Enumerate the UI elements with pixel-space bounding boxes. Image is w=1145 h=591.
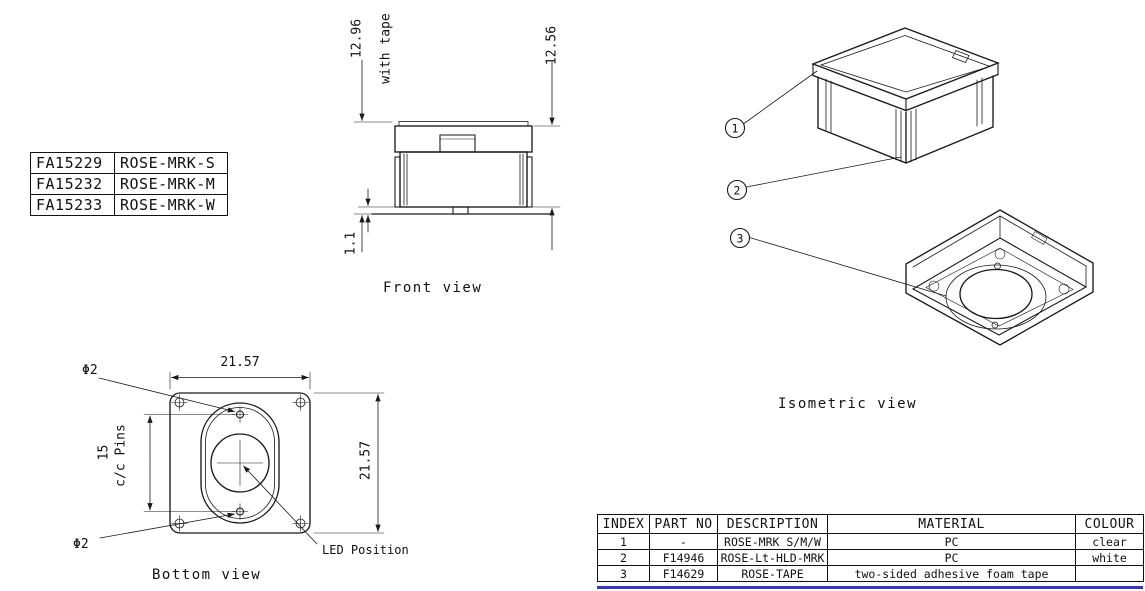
front-view-part xyxy=(371,121,553,215)
bom-description-cell: ROSE-Lt-HLD-MRK xyxy=(717,549,828,566)
bom-header-description: DESCRIPTION xyxy=(717,514,828,534)
dim-height-label: 21.57 xyxy=(358,440,374,481)
bom-description-cell: ROSE-MRK S/M/W xyxy=(717,533,828,550)
dim-tab-height-label: 1.1 xyxy=(343,231,359,256)
bom-colour-cell: clear xyxy=(1075,533,1144,550)
part-table-row: FA15232 ROSE-MRK-M xyxy=(30,173,228,195)
dim-pin-spacing-label: 15 xyxy=(96,444,112,461)
iso-closed-box xyxy=(811,27,1000,164)
part-table-row: FA15229 ROSE-MRK-S xyxy=(30,152,228,174)
bom-header-material: MATERIAL xyxy=(827,514,1076,534)
dim-width-label: 21.57 xyxy=(220,355,260,370)
bottom-view-caption: Bottom view xyxy=(152,567,262,583)
bom-table: INDEX PART NO DESCRIPTION MATERIAL COLOU… xyxy=(597,514,1144,582)
callout-2-balloon xyxy=(726,179,748,201)
part-no-cell: FA15233 xyxy=(30,194,115,216)
front-view-drawing xyxy=(353,59,561,253)
dim-body-height-label: 12.56 xyxy=(544,25,560,66)
callout-3-number: 3 xyxy=(737,232,744,246)
callout-3-balloon xyxy=(729,227,751,249)
bom-index-cell: 3 xyxy=(597,565,650,582)
bom-part-no-cell: F14629 xyxy=(649,565,718,582)
sheet-border-line xyxy=(597,586,1143,589)
part-table-row: FA15233 ROSE-MRK-W xyxy=(30,194,228,216)
callout-2-number: 2 xyxy=(734,184,741,198)
bom-row: 3 F14629 ROSE-TAPE two-sided adhesive fo… xyxy=(597,565,1144,582)
part-number-table: FA15229 ROSE-MRK-S FA15232 ROSE-MRK-M FA… xyxy=(30,152,228,216)
front-view-dimensions xyxy=(353,59,561,253)
bom-row: 1 - ROSE-MRK S/M/W PC clear xyxy=(597,533,1144,550)
dim-with-tape-note: with tape xyxy=(378,13,394,84)
part-name-cell: ROSE-MRK-S xyxy=(114,152,228,174)
bom-material-cell: PC xyxy=(827,533,1076,550)
dim-pin-spacing-note: c/c Pins xyxy=(113,424,129,487)
bom-row: 2 F14946 ROSE-Lt-HLD-MRK PC white xyxy=(597,549,1144,566)
bom-material-cell: two-sided adhesive foam tape xyxy=(827,565,1076,582)
bom-index-cell: 2 xyxy=(597,549,650,566)
bottom-view-drawing xyxy=(98,371,385,545)
part-name-cell: ROSE-MRK-W xyxy=(114,194,228,216)
bottom-view-dimensions xyxy=(98,371,385,545)
bom-colour-cell: white xyxy=(1075,549,1144,566)
pin-diameter-bottom-label: Φ2 xyxy=(73,537,89,552)
part-no-cell: FA15229 xyxy=(30,152,115,174)
isometric-view-drawing: 1 2 3 xyxy=(724,27,1094,346)
callout-1-balloon xyxy=(724,117,746,139)
bom-material-cell: PC xyxy=(827,549,1076,566)
bottom-view-part xyxy=(169,392,311,534)
bom-header-colour: COLOUR xyxy=(1075,514,1144,534)
dim-total-height-label: 12.96 xyxy=(349,18,365,59)
bom-header-part-no: PART NO xyxy=(649,514,718,534)
led-position-label: LED Position xyxy=(322,543,409,557)
part-no-cell: FA15232 xyxy=(30,173,115,195)
bom-description-cell: ROSE-TAPE xyxy=(717,565,828,582)
iso-callouts: 1 2 3 xyxy=(724,70,947,297)
isometric-view-caption: Isometric view xyxy=(778,396,918,412)
front-view-caption: Front view xyxy=(383,280,483,296)
bom-index-cell: 1 xyxy=(597,533,650,550)
bom-header-index: INDEX xyxy=(597,514,650,534)
tape-edge xyxy=(398,121,529,127)
bom-colour-cell xyxy=(1075,565,1144,582)
bom-part-no-cell: - xyxy=(649,533,718,550)
bom-part-no-cell: F14946 xyxy=(649,549,718,566)
callout-1-number: 1 xyxy=(732,122,739,136)
pin-diameter-top-label: Φ2 xyxy=(82,363,98,378)
bom-header-row: INDEX PART NO DESCRIPTION MATERIAL COLOU… xyxy=(597,514,1144,534)
part-name-cell: ROSE-MRK-M xyxy=(114,173,228,195)
iso-open-holder xyxy=(905,209,1094,346)
